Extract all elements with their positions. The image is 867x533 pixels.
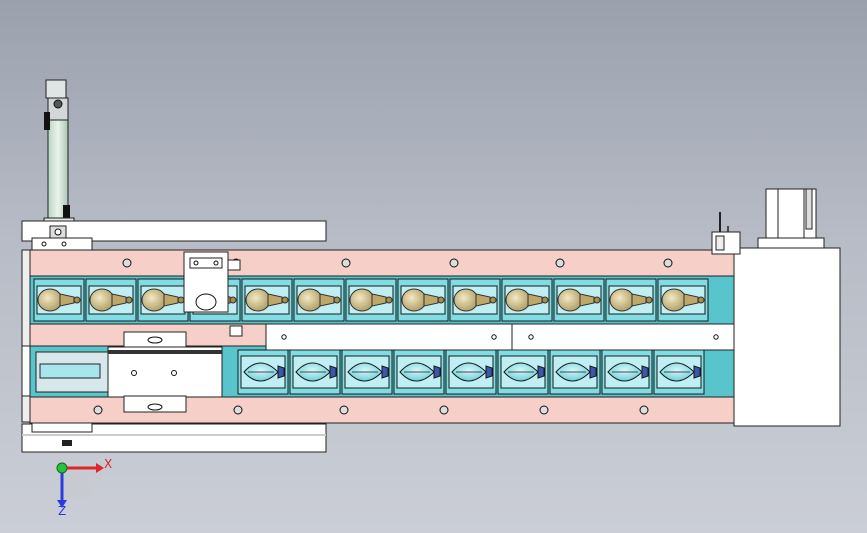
slide-carriage[interactable] — [35, 331, 223, 413]
lower-tray-cell — [497, 349, 549, 395]
drive-motor[interactable] — [733, 188, 841, 427]
upper-tray-cell — [241, 278, 293, 322]
lower-tray-cell — [289, 349, 341, 395]
lower-tray-cell — [653, 349, 705, 395]
lower-tray-cell — [445, 349, 497, 395]
bolt — [439, 405, 449, 415]
axis-triad[interactable]: X Z — [56, 457, 112, 518]
bolt — [639, 405, 649, 415]
axis-z-label: Z — [58, 504, 66, 518]
lower-tray-cell — [341, 349, 393, 395]
bolt — [122, 258, 132, 268]
upper-tray-cell — [605, 278, 657, 322]
bolt — [555, 258, 565, 268]
upper-tray-row — [29, 275, 735, 325]
upper-tray-cell — [657, 278, 709, 322]
guide-plate — [265, 323, 735, 351]
sensor-post — [711, 212, 741, 255]
left-mount-plate-top — [21, 220, 327, 251]
upper-tray-cell — [553, 278, 605, 322]
bolt — [233, 405, 243, 415]
bolt — [339, 405, 349, 415]
left-mount-plate-bottom — [21, 421, 327, 453]
upper-tray-cell — [345, 278, 397, 322]
upper-tray-cell — [397, 278, 449, 322]
upper-tray-cell — [293, 278, 345, 322]
bolt — [341, 258, 351, 268]
bolt — [663, 258, 673, 268]
lower-tray-row — [29, 345, 735, 398]
bolt — [93, 405, 103, 415]
air-cylinder[interactable] — [43, 79, 75, 227]
lower-tray-cell — [237, 349, 289, 395]
bolt — [449, 258, 459, 268]
upper-tray-cell — [137, 278, 189, 322]
upper-tray-cell — [85, 278, 137, 322]
bolt — [539, 405, 549, 415]
lower-tray-cell — [393, 349, 445, 395]
gripper-bracket[interactable] — [183, 251, 243, 337]
upper-tray-cell — [449, 278, 501, 322]
lower-tray-cell — [549, 349, 601, 395]
upper-tray-cell — [501, 278, 553, 322]
lower-tray-cell — [601, 349, 653, 395]
upper-tray-cell — [33, 278, 85, 322]
axis-x-label: X — [104, 457, 112, 471]
